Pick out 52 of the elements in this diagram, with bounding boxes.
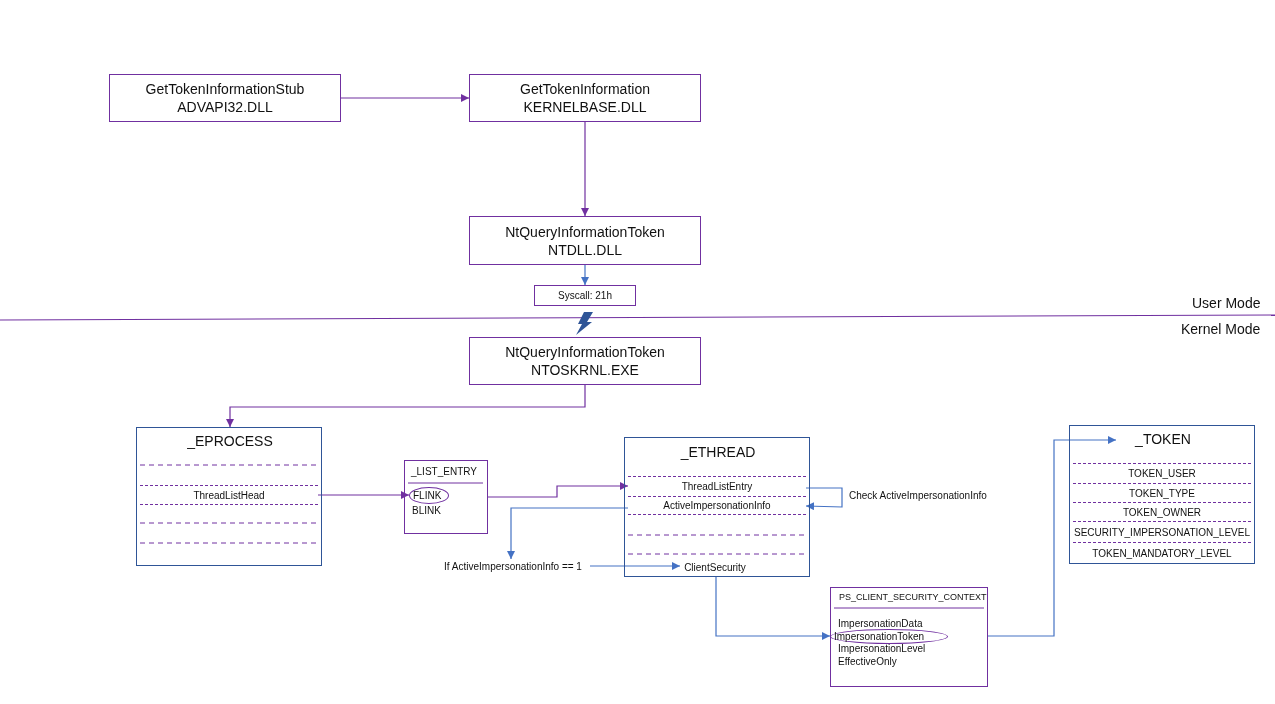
field-name: EffectiveOnly: [838, 655, 948, 667]
structure-title: _ETHREAD: [679, 444, 757, 460]
condition-text: If ActiveImpersonationInfo == 1: [436, 559, 590, 573]
structure-box: [830, 587, 988, 687]
box-text: GetTokenInformationStub: [145, 80, 305, 98]
structure-box: [404, 460, 488, 534]
structure-title: PS_CLIENT_SECURITY_CONTEXT: [839, 592, 987, 602]
process-box: [469, 337, 701, 385]
arrow: [581, 264, 589, 286]
field-row: ActiveImpersonationInfo: [628, 497, 806, 515]
process-box: [469, 216, 701, 265]
structure-title: _LIST_ENTRY: [411, 466, 478, 477]
box-text: GetTokenInformation: [520, 80, 650, 98]
field-name: BLINK: [412, 504, 452, 516]
arrow: [507, 507, 629, 560]
box-text: KERNELBASE.DLL: [523, 98, 647, 116]
arrow: [487, 482, 629, 498]
arrow: [805, 487, 843, 511]
arrow: [340, 94, 470, 102]
box-text: NTOSKRNL.EXE: [531, 361, 639, 379]
mode-label: Kernel Mode: [1181, 321, 1261, 337]
structure-title: _EPROCESS: [186, 433, 274, 449]
box-text: ADVAPI32.DLL: [177, 98, 273, 116]
process-box: [109, 74, 341, 122]
box-text: NTDLL.DLL: [548, 240, 622, 259]
box-text: Syscall: 21h: [558, 288, 612, 303]
field-row: TOKEN_USER: [1073, 463, 1251, 484]
structure-box: [136, 427, 322, 566]
box-text: NtQueryInformationToken: [505, 222, 665, 241]
box-text: NtQueryInformationToken: [505, 343, 665, 361]
field-row: SECURITY_IMPERSONATION_LEVEL: [1073, 522, 1251, 543]
field-row: ThreadListHead: [140, 485, 318, 505]
arrow: [317, 491, 410, 499]
mode-label: User Mode: [1192, 295, 1261, 311]
structure-title: _TOKEN: [1133, 431, 1192, 447]
process-box: [534, 285, 636, 306]
field-name: ClientSecurity: [680, 557, 750, 577]
arrow: [715, 576, 831, 640]
arrow: [226, 384, 586, 428]
arrow: [589, 562, 681, 570]
arrow: [987, 436, 1117, 637]
structure-box: [624, 437, 810, 577]
field-name: ImpersonationLevel: [838, 642, 948, 654]
field-row: TOKEN_TYPE: [1073, 484, 1251, 503]
field-row: TOKEN_OWNER: [1073, 503, 1251, 522]
arrow: [581, 121, 589, 217]
process-box: [469, 74, 701, 122]
field-name: TOKEN_MANDATORY_LEVEL: [1069, 543, 1255, 563]
edge-label: Check ActiveImpersonationInfo: [849, 490, 987, 501]
field-name: ImpersonationData: [838, 617, 948, 629]
structure-box: [1069, 425, 1255, 564]
field-row: ThreadListEntry: [628, 476, 806, 497]
